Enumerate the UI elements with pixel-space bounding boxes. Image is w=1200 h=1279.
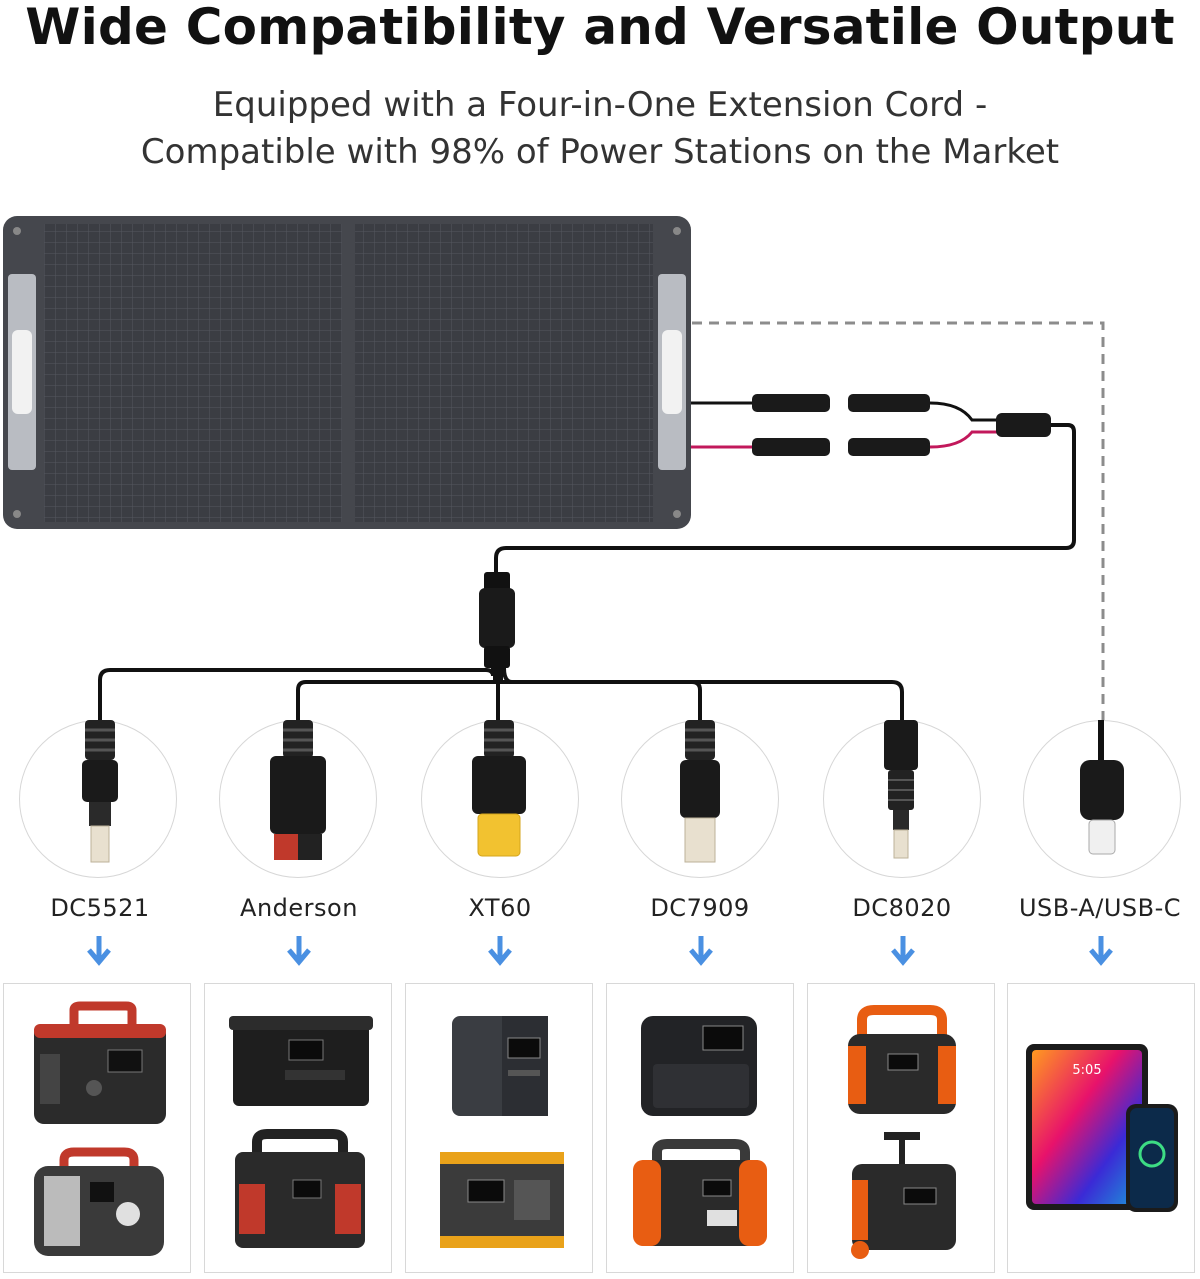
tablet-time: 5:05: [1072, 1063, 1101, 1078]
splitter-hub: [98, 572, 904, 720]
arrow-down-icon: [689, 936, 713, 966]
arrow-down-icon: [1089, 936, 1113, 966]
arrow-down-icon: [891, 936, 915, 966]
arrow-down-icon: [287, 936, 311, 966]
page-title: Wide Compatibility and Versatile Output: [25, 0, 1175, 56]
dc5521-plug-icon: [82, 720, 118, 863]
connector-label-dc7909: DC7909: [650, 894, 750, 922]
power-station-image: [633, 1016, 767, 1246]
mc4-cables: [494, 394, 1076, 575]
connector-plugs: [82, 720, 1124, 863]
tablet-phone-image: 5:05: [1026, 1044, 1178, 1212]
page-subtitle: Equipped with a Four-in-One Extension Co…: [0, 82, 1200, 176]
dc8020-plug-icon: [884, 720, 918, 859]
anderson-plug-icon: [270, 720, 326, 860]
xt60-plug-icon: [472, 720, 526, 857]
device-card-anderson: [204, 983, 392, 1273]
arrow-down-icon: [87, 936, 111, 966]
subtitle-line-2: Compatible with 98% of Power Stations on…: [140, 132, 1060, 172]
wiring-diagram: [3, 216, 1105, 720]
power-station-image: [229, 1016, 373, 1248]
connector-label-usb: USB-A/USB-C: [1018, 894, 1182, 922]
connector-label-anderson: Anderson: [240, 894, 358, 922]
device-card-dc7909: [606, 983, 794, 1273]
device-card-dc8020: [807, 983, 995, 1273]
dc7909-plug-icon: [680, 720, 720, 863]
connector-label-xt60: XT60: [468, 894, 532, 922]
device-card-usb: 5:05: [1007, 983, 1195, 1273]
power-station-image: [440, 1016, 564, 1248]
usb-c-plug-icon: [1080, 720, 1124, 855]
subtitle-line-1: Equipped with a Four-in-One Extension Co…: [212, 85, 988, 125]
device-card-xt60: [405, 983, 593, 1273]
connector-label-dc5521: DC5521: [50, 894, 150, 922]
solar-panel: [3, 216, 691, 529]
arrow-down-icon: [488, 936, 512, 966]
power-station-image: [848, 1005, 956, 1259]
connector-label-dc8020: DC8020: [852, 894, 952, 922]
device-card-dc5521: [3, 983, 191, 1273]
power-station-image: [34, 1001, 166, 1256]
